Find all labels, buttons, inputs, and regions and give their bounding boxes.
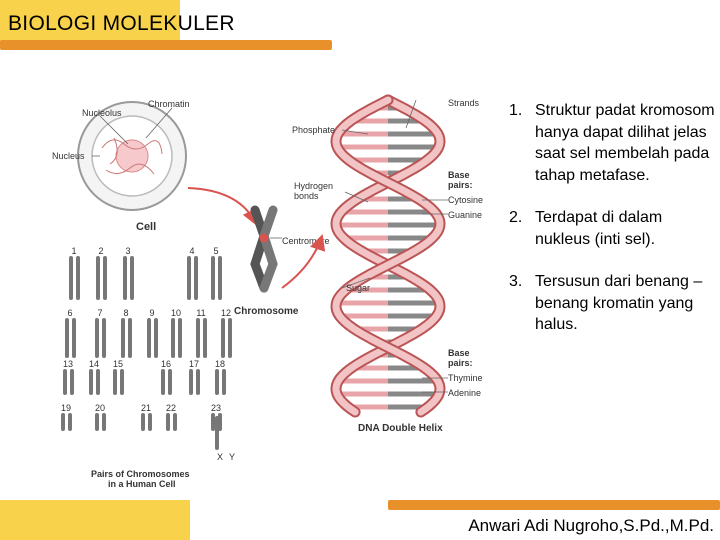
karyotype-number: 3 bbox=[125, 246, 130, 256]
label-nucleolus: Nucleolus bbox=[82, 108, 122, 118]
karyotype-number: 8 bbox=[123, 308, 128, 318]
list-item-text: Tersusun dari benang – benang kromatin y… bbox=[535, 273, 703, 333]
label-hydrogen-line1: Hydrogen bbox=[294, 181, 333, 191]
chromosome-dna-illustration: Nucleolus Chromatin Nucleus Cell Centrom… bbox=[50, 88, 498, 496]
karyotype-number: 6 bbox=[67, 308, 72, 318]
label-base-pairs-bottom-line1: Base bbox=[448, 348, 470, 358]
footer-yellow-block bbox=[0, 500, 190, 540]
cell-nucleolus bbox=[115, 139, 149, 173]
label-hydrogen-line2: bonds bbox=[294, 191, 319, 201]
karyotype-number: 15 bbox=[113, 359, 123, 369]
karyotype-number: 16 bbox=[161, 359, 171, 369]
helix-leader-lines bbox=[341, 99, 448, 393]
label-base-pairs-top-line1: Base bbox=[448, 170, 470, 180]
list-item: 3. Tersusun dari benang – benang kromatin… bbox=[504, 271, 716, 336]
label-cytosine: Cytosine bbox=[448, 195, 483, 205]
footer-orange-bar bbox=[388, 500, 720, 510]
illustration-svg: Nucleolus Chromatin Nucleus Cell Centrom… bbox=[52, 94, 483, 489]
label-phosphate: Phosphate bbox=[292, 125, 335, 135]
list-item-number: 3. bbox=[509, 273, 523, 290]
karyotype-number: 20 bbox=[95, 403, 105, 413]
label-centromere: Centromere bbox=[282, 236, 330, 246]
karyotype-number: 22 bbox=[166, 403, 176, 413]
list-item-text: Struktur padat kromosom hanya dapat dili… bbox=[535, 102, 715, 184]
label-nucleus: Nucleus bbox=[52, 151, 85, 161]
karyotype-number: 17 bbox=[189, 359, 199, 369]
karyotype-number: 13 bbox=[63, 359, 73, 369]
label-thymine: Thymine bbox=[448, 373, 483, 383]
karyotype-number: 21 bbox=[141, 403, 151, 413]
label-guanine: Guanine bbox=[448, 210, 482, 220]
arrow-chromosome-to-dna-icon bbox=[281, 234, 326, 289]
cell-chromatin-threads bbox=[101, 137, 163, 175]
karyotype-number: 10 bbox=[171, 308, 181, 318]
karyotype-number: 2 bbox=[98, 246, 103, 256]
karyotype-number: 18 bbox=[215, 359, 225, 369]
karyotype-number: Y bbox=[229, 452, 235, 462]
label-adenine: Adenine bbox=[448, 388, 481, 398]
list-item-number: 1. bbox=[509, 102, 523, 119]
leader-nucleolus bbox=[99, 115, 129, 145]
label-pairs-line1: Pairs of Chromosomes bbox=[91, 469, 190, 479]
label-base-pairs-top-line2: pairs: bbox=[448, 180, 473, 190]
label-chromosome: Chromosome bbox=[234, 306, 299, 317]
karyotype-number: 4 bbox=[189, 246, 194, 256]
label-dna-double-helix: DNA Double Helix bbox=[358, 423, 443, 434]
arrow-cell-to-chromosome-icon bbox=[187, 187, 258, 226]
karyotype-number: X bbox=[217, 452, 223, 462]
list-item: 2. Terdapat di dalam nukleus (inti sel). bbox=[504, 207, 716, 250]
label-pairs-line2: in a Human Cell bbox=[108, 479, 176, 489]
karyotype-number: 23 bbox=[211, 403, 221, 413]
header-yellow-block bbox=[0, 0, 180, 44]
label-strands: Strands bbox=[448, 98, 480, 108]
karyotype-number: 12 bbox=[221, 308, 231, 318]
slide-title: BIOLOGI MOLEKULER bbox=[8, 12, 235, 35]
header-orange-bar bbox=[0, 40, 332, 50]
label-chromatin: Chromatin bbox=[148, 99, 190, 109]
leader-chromatin bbox=[145, 107, 173, 139]
karyotype-number: 7 bbox=[97, 308, 102, 318]
list-item: 1. Struktur padat kromosom hanya dapat di… bbox=[504, 100, 716, 186]
list-item-text: Terdapat di dalam nukleus (inti sel). bbox=[535, 209, 663, 248]
centromere-dot bbox=[259, 233, 269, 243]
karyotype-number: 5 bbox=[213, 246, 218, 256]
list-item-number: 2. bbox=[509, 209, 523, 226]
dna-helix-drawing bbox=[330, 94, 446, 418]
label-sugar: Sugar bbox=[346, 283, 370, 293]
cell-drawing bbox=[77, 101, 187, 211]
points-list: 1. Struktur padat kromosom hanya dapat di… bbox=[504, 100, 716, 357]
large-chromosome-drawing bbox=[250, 205, 282, 293]
author-credit: Anwari Adi Nugroho,S.Pd.,M.Pd. bbox=[468, 516, 714, 535]
karyotype-number: 19 bbox=[61, 403, 71, 413]
karyotype-number: 1 bbox=[71, 246, 76, 256]
karyotype-number: 11 bbox=[196, 308, 205, 318]
karyotype-number: 9 bbox=[149, 308, 154, 318]
label-base-pairs-bottom-line2: pairs: bbox=[448, 358, 473, 368]
label-cell: Cell bbox=[136, 221, 156, 233]
karyotype-number: 14 bbox=[89, 359, 99, 369]
